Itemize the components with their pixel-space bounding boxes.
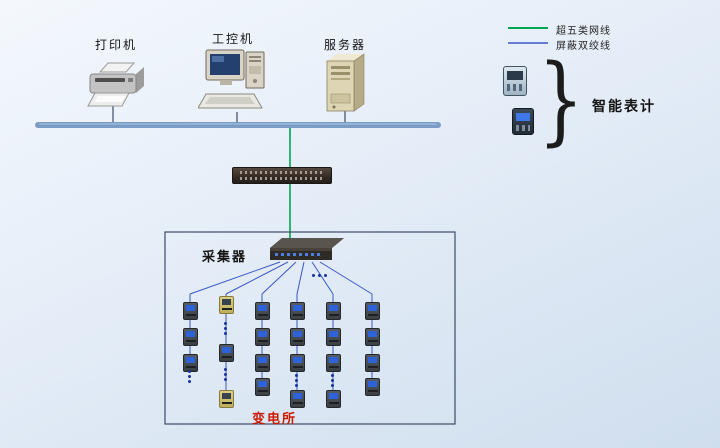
electric-meter-icon [255, 328, 270, 346]
ellipsis-dots [312, 274, 327, 277]
printer-label: 打印机 [95, 38, 138, 52]
electric-meter-icon [183, 328, 198, 346]
electric-meter-icon [290, 328, 305, 346]
ipc-label: 工控机 [212, 32, 255, 46]
meter-screen [507, 71, 523, 80]
electric-meter-icon [219, 296, 234, 314]
electric-meter-icon [183, 302, 198, 320]
substation-label: 变电所 [252, 411, 298, 426]
electric-meter-icon [326, 390, 341, 408]
meter-screen [516, 113, 530, 121]
ellipsis-dots [295, 374, 298, 387]
industrial-computer-icon [197, 48, 278, 119]
smart-meters-label: 智能表计 [592, 98, 656, 114]
smart-meter-icon [512, 108, 534, 135]
electric-meter-icon [365, 302, 380, 320]
collector-icon [268, 236, 346, 269]
meter-buttons [507, 84, 523, 91]
electric-meter-icon [290, 390, 305, 408]
electric-meter-icon [255, 354, 270, 372]
electric-meter-icon [219, 344, 234, 362]
electric-meter-icon [255, 302, 270, 320]
legend-stp-label: 屏蔽双绞线 [556, 41, 611, 52]
electric-meter-icon [326, 354, 341, 372]
ellipsis-dots [224, 368, 227, 381]
server-icon [322, 52, 368, 119]
electric-meter-icon [365, 328, 380, 346]
printer-icon [84, 60, 148, 115]
switch-ports-row [240, 177, 324, 180]
electric-meter-icon [326, 302, 341, 320]
electric-meter-icon [365, 354, 380, 372]
legend-cat5e-label: 超五类网线 [556, 26, 611, 37]
electric-meter-icon [326, 328, 341, 346]
electric-meter-icon [290, 302, 305, 320]
electric-meter-icon [255, 378, 270, 396]
server-label: 服务器 [324, 38, 367, 52]
electric-meter-icon [290, 354, 305, 372]
smart-meter-icon [503, 66, 527, 96]
ellipsis-dots [224, 322, 227, 335]
collector-label: 采集器 [202, 249, 248, 264]
ellipsis-dots [331, 374, 334, 387]
switch-ports-row [240, 171, 324, 174]
electric-meter-icon [219, 390, 234, 408]
brace-glyph: } [538, 44, 584, 156]
electric-meter-icon [365, 378, 380, 396]
meter-buttons [516, 125, 530, 131]
ethernet-switch-icon [232, 167, 332, 184]
ellipsis-dots [188, 370, 191, 383]
